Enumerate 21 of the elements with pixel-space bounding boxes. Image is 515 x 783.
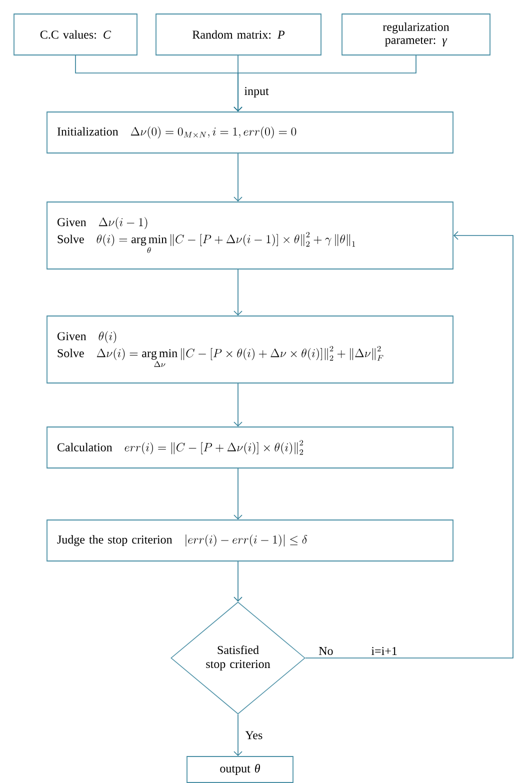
arrow xyxy=(234,383,242,427)
edge-label: Yes xyxy=(245,731,262,740)
edge-label: No xyxy=(318,647,333,655)
arrow xyxy=(305,231,514,658)
loop-label: i=i+1 xyxy=(371,647,397,655)
arrow xyxy=(234,269,242,316)
process-box: Given $\theta(i)$ Solve $\Delta\nu(i)=\mathop{\arg\min}\limits_{\Delta\nu}\left\|C-[P\times\theta(i)+\Delta\nu\times\theta(i)]\right\|_2^2+\left\|\Delta\nu\right\|_F^2$ xyxy=(46,316,454,384)
arrow xyxy=(234,714,242,756)
arrow xyxy=(234,561,242,602)
process-box: Initialization $\Delta\nu(0)=0_{M\times N}, i=1, err(0)=0$ xyxy=(46,112,454,154)
edge-label: input xyxy=(244,87,269,98)
input-box: Random matrix: P xyxy=(156,14,322,56)
arrow xyxy=(234,55,416,112)
input-box: C.C values: C xyxy=(14,14,138,56)
arrow xyxy=(234,153,242,202)
input-box: regularization parameter: γ xyxy=(342,14,490,56)
process-box: Calculation $err(i)=\left\|C-[P+\Delta\nu(i)]\times\theta(i)\right\|_2^2$ xyxy=(46,426,454,468)
input-box: output θ xyxy=(186,756,294,783)
process-box: Given $\Delta\nu(i-1)$ Solve $\theta(i)=\mathop{\arg\min}\limits_{\theta}\left\|C-[P+\Delta\nu(i-1)]\times\theta\right\|_2^2+\gamma\left\|\theta\right\|_1$ xyxy=(46,202,454,270)
process-box: Judge the stop criterion $|err(i)-err(i-1)|\le\delta$ xyxy=(46,520,454,562)
arrow xyxy=(234,468,242,520)
